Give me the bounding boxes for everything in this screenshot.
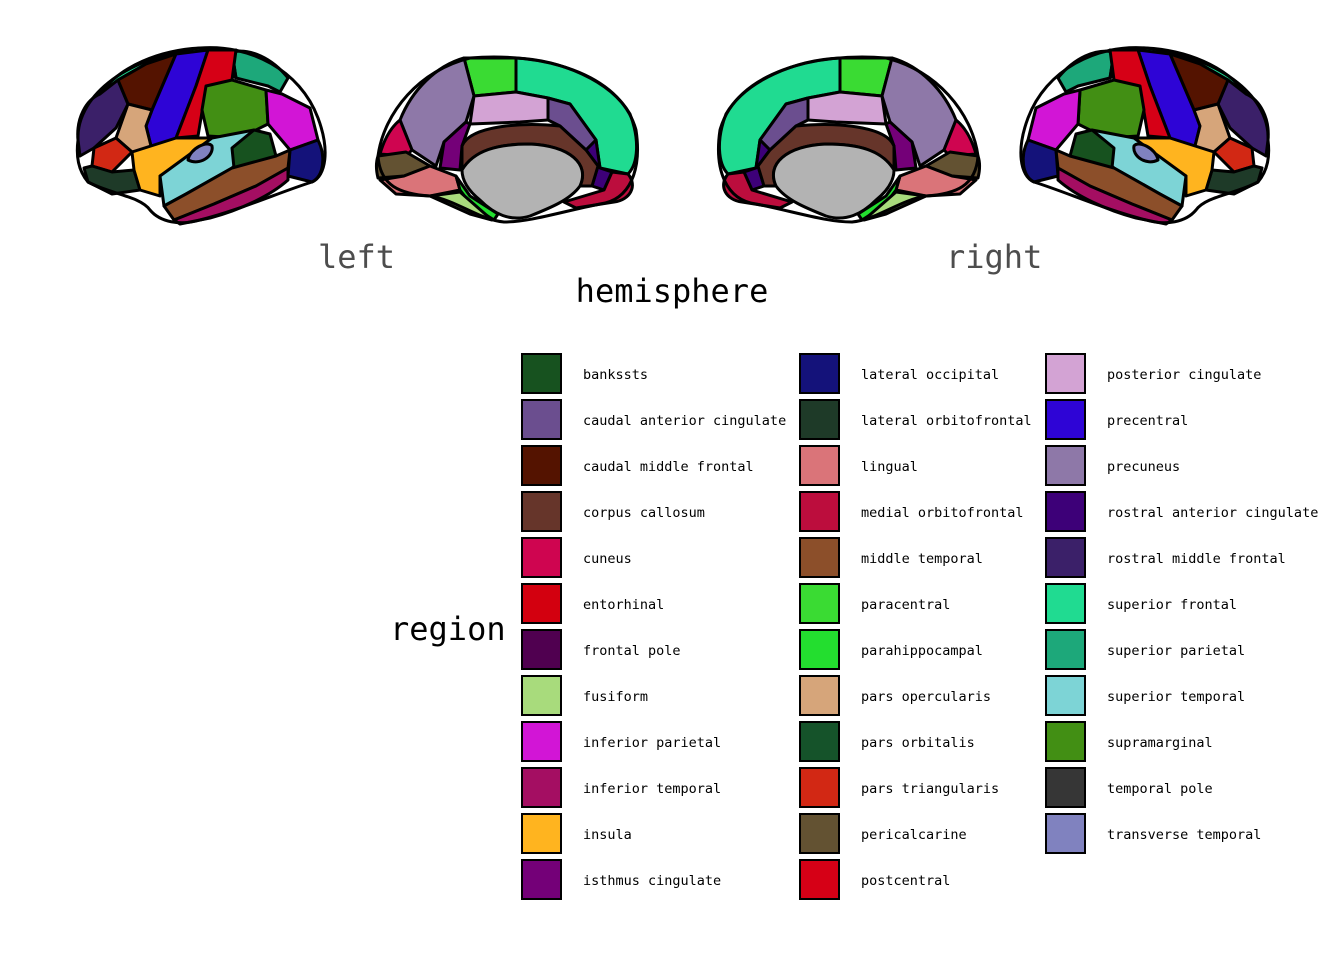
legend-label: lateral occipital (861, 367, 1000, 383)
legend-swatch (799, 629, 840, 670)
legend-swatch (799, 491, 840, 532)
legend-swatch (799, 767, 840, 808)
legend-label: cuneus (583, 551, 632, 567)
legend-swatch (799, 859, 840, 900)
legend-label: bankssts (583, 367, 649, 383)
legend-label: precentral (1107, 413, 1189, 429)
legend-swatch (521, 721, 562, 762)
right-lateral-transverse-temporal (1132, 142, 1160, 164)
legend-label: posterior cingulate (1107, 367, 1262, 383)
legend-label: isthmus cingulate (583, 873, 722, 889)
legend-swatch (799, 537, 840, 578)
right-hemisphere-label: right (946, 238, 1043, 276)
left-medial-posterior-cingulate (468, 90, 550, 126)
right-medial-medial-wall (772, 142, 896, 220)
legend-swatch (521, 583, 562, 624)
legend-swatch (521, 767, 562, 808)
legend-swatch (1045, 353, 1086, 394)
legend-label: middle temporal (861, 551, 983, 567)
left-medial-view (375, 55, 639, 224)
right-medial-view (717, 55, 981, 224)
legend-label: caudal anterior cingulate (583, 413, 787, 429)
legend-swatch (799, 675, 840, 716)
legend-swatch (799, 583, 840, 624)
legend-label: inferior parietal (583, 735, 722, 751)
legend-swatch (521, 353, 562, 394)
left-lateral-pars-triangularis (90, 136, 134, 174)
right-medial-outline (717, 55, 980, 224)
left-lateral-transverse-temporal (186, 142, 214, 164)
legend-label: superior temporal (1107, 689, 1246, 705)
legend-swatch (799, 721, 840, 762)
legend-swatch (1045, 767, 1086, 808)
legend-label: corpus callosum (583, 505, 705, 521)
legend-swatch (521, 445, 562, 486)
legend-swatch (1045, 721, 1086, 762)
legend-label: pars opercularis (861, 689, 992, 705)
legend-swatch (1045, 399, 1086, 440)
legend-swatch (799, 399, 840, 440)
legend-label: medial orbitofrontal (861, 505, 1024, 521)
left-medial-medial-wall (460, 142, 584, 220)
legend-swatch (1045, 629, 1086, 670)
legend-swatch (521, 491, 562, 532)
legend-label: superior frontal (1107, 597, 1238, 613)
legend-label: pericalcarine (861, 827, 967, 843)
legend-label: pars triangularis (861, 781, 1000, 797)
legend-swatch (799, 353, 840, 394)
legend-label: supramarginal (1107, 735, 1213, 751)
legend-swatch (521, 675, 562, 716)
legend-label: pars orbitalis (861, 735, 975, 751)
legend-label: paracentral (861, 597, 951, 613)
left-lateral-supramarginal (200, 78, 270, 140)
legend-swatch (1045, 537, 1086, 578)
left-hemisphere-label: left (318, 238, 396, 276)
right-lateral-outline (1019, 46, 1271, 225)
legend-swatch (521, 537, 562, 578)
legend-swatch (1045, 675, 1086, 716)
legend-title: region (390, 610, 506, 648)
legend-label: precuneus (1107, 459, 1181, 475)
legend-swatch (799, 813, 840, 854)
legend-label: superior parietal (1107, 643, 1246, 659)
legend-label: rostral anterior cingulate (1107, 505, 1319, 521)
legend-swatch (1045, 491, 1086, 532)
legend-label: insula (583, 827, 632, 843)
legend-swatch (1045, 583, 1086, 624)
legend-label: temporal pole (1107, 781, 1213, 797)
left-lateral-outline (75, 46, 327, 225)
right-lateral-view (1019, 46, 1271, 226)
legend-swatch (521, 813, 562, 854)
legend-swatch (521, 399, 562, 440)
right-lateral-supramarginal (1076, 78, 1146, 140)
right-medial-posterior-cingulate (806, 90, 888, 126)
legend-swatch (1045, 813, 1086, 854)
legend-swatch (521, 859, 562, 900)
right-lateral-pars-triangularis (1212, 136, 1256, 174)
legend-swatch (1045, 445, 1086, 486)
legend-label: frontal pole (583, 643, 681, 659)
legend-label: caudal middle frontal (583, 459, 754, 475)
legend-label: lingual (861, 459, 918, 475)
brain-panels (75, 46, 1271, 226)
legend-label: fusiform (583, 689, 649, 705)
left-lateral-view (75, 46, 327, 226)
legend-label: parahippocampal (861, 643, 983, 659)
legend-swatch (521, 629, 562, 670)
legend-label: inferior temporal (583, 781, 722, 797)
legend-label: rostral middle frontal (1107, 551, 1286, 567)
legend-label: postcentral (861, 873, 951, 889)
legend-swatch (799, 445, 840, 486)
left-medial-outline (376, 55, 639, 224)
axis-title: hemisphere (575, 272, 769, 310)
legend-label: transverse temporal (1107, 827, 1262, 843)
legend-label: lateral orbitofrontal (861, 413, 1032, 429)
legend-label: entorhinal (583, 597, 665, 613)
